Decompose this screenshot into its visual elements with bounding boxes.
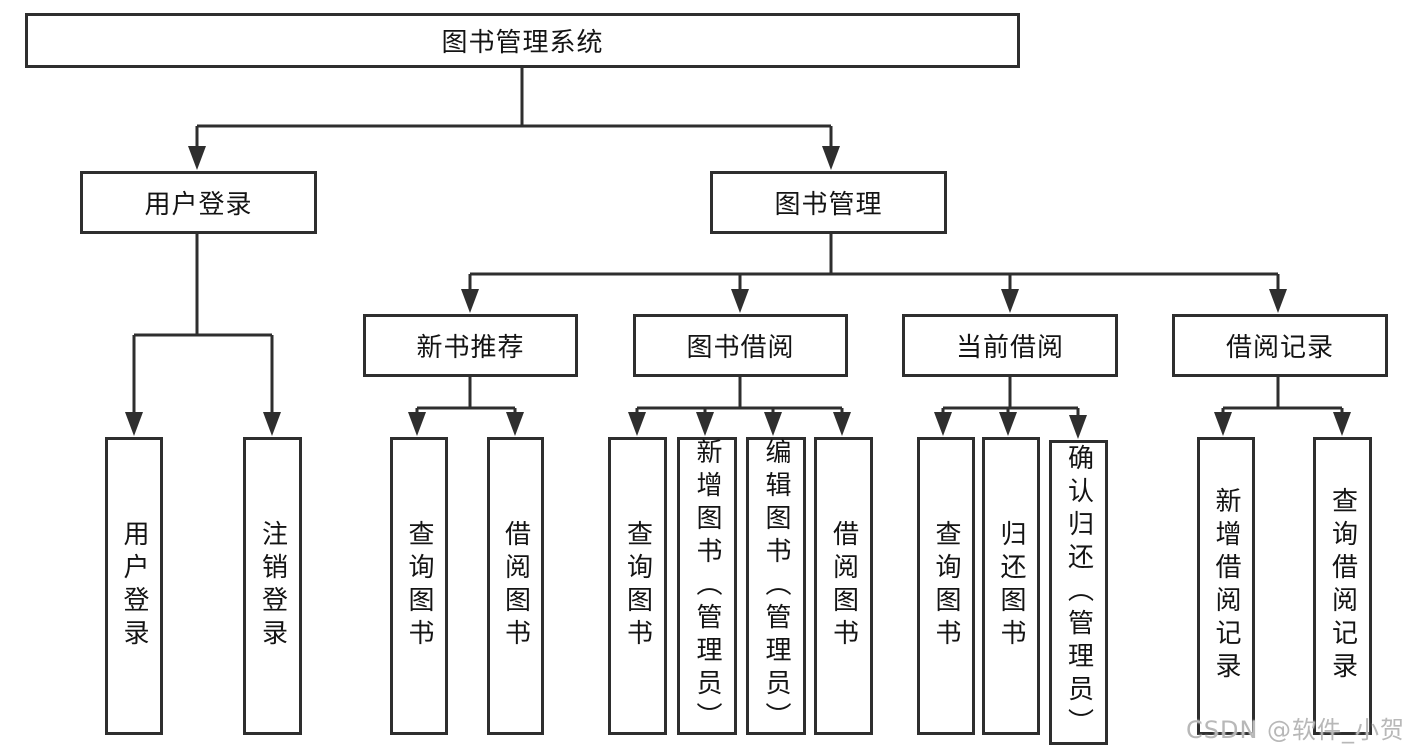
node-library-system-label: 图书管理系统 <box>441 28 604 58</box>
leaf-add-books-admin: 新增图书（管理员） <box>677 437 737 735</box>
leaf-add-books-admin-label: 新增图书（管理员） <box>692 437 722 735</box>
leaf-add-borrow-record-label: 新增借阅记录 <box>1211 487 1241 685</box>
node-book-management: 图书管理 <box>710 171 947 234</box>
leaf-query-borrow-record-label: 查询借阅记录 <box>1327 487 1358 685</box>
node-current-borrowing: 当前借阅 <box>902 314 1118 377</box>
leaf-user-login-label: 用户登录 <box>119 520 149 652</box>
leaf-edit-books-admin-label: 编辑图书（管理员） <box>761 437 791 735</box>
node-book-borrowing: 图书借阅 <box>633 314 848 377</box>
node-library-system: 图书管理系统 <box>25 13 1020 68</box>
leaf-query-borrow-record: 查询借阅记录 <box>1313 437 1372 735</box>
node-borrowing-records-label: 借阅记录 <box>1225 333 1334 363</box>
arrowhead-icons <box>125 146 1351 439</box>
node-book-management-label: 图书管理 <box>774 190 883 220</box>
node-book-borrowing-label: 图书借阅 <box>686 333 795 363</box>
node-user-login: 用户登录 <box>80 171 317 234</box>
leaf-confirm-return-admin-label: 确认归还（管理员） <box>1063 444 1094 741</box>
leaf-borrow-books-newbook: 借阅图书 <box>487 437 544 735</box>
leaf-borrow-books-borrowing-label: 借阅图书 <box>828 520 859 652</box>
leaf-borrow-books-borrowing: 借阅图书 <box>814 437 873 735</box>
leaf-borrow-books-newbook-label: 借阅图书 <box>500 520 531 652</box>
node-user-login-label: 用户登录 <box>144 190 253 220</box>
leaf-add-borrow-record: 新增借阅记录 <box>1197 437 1255 735</box>
leaf-logout-label: 注销登录 <box>257 520 288 652</box>
node-current-borrowing-label: 当前借阅 <box>955 333 1064 363</box>
node-new-book-recommend: 新书推荐 <box>363 314 578 377</box>
leaf-edit-books-admin: 编辑图书（管理员） <box>746 437 806 735</box>
leaf-user-login: 用户登录 <box>105 437 163 735</box>
leaf-confirm-return-admin: 确认归还（管理员） <box>1049 440 1108 745</box>
leaf-return-books-label: 归还图书 <box>996 520 1026 652</box>
leaf-query-books-borrowing: 查询图书 <box>608 437 667 735</box>
csdn-watermark: CSDN @软件_小贺同学 <box>1186 716 1405 744</box>
leaf-query-books-current-label: 查询图书 <box>931 520 961 652</box>
leaf-query-books-newbook-label: 查询图书 <box>404 520 434 652</box>
leaf-query-books-current: 查询图书 <box>917 437 975 735</box>
leaf-query-books-newbook: 查询图书 <box>390 437 448 735</box>
node-borrowing-records: 借阅记录 <box>1172 314 1388 377</box>
leaf-return-books: 归还图书 <box>982 437 1040 735</box>
leaf-query-books-borrowing-label: 查询图书 <box>622 520 653 652</box>
leaf-logout: 注销登录 <box>243 437 302 735</box>
node-new-book-recommend-label: 新书推荐 <box>416 333 525 363</box>
